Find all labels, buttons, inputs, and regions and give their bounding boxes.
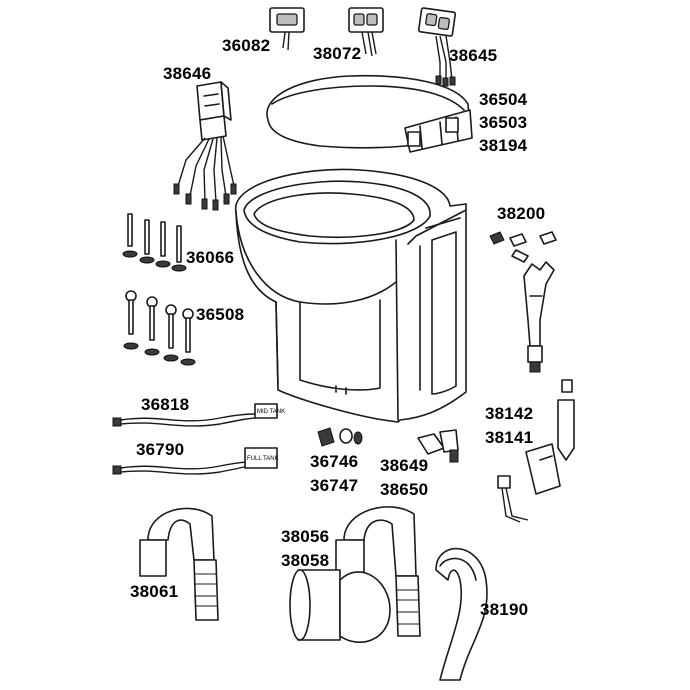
control-module-38646 xyxy=(173,81,237,211)
part-number-38645: 38645 xyxy=(449,46,498,65)
switch-panel-38072 xyxy=(348,7,384,57)
full-tank-label: FULL TANK xyxy=(247,456,279,462)
tank-sensor-36818: MID TANK xyxy=(112,403,285,427)
hose-elbow-38061 xyxy=(139,507,219,621)
toilet-seat-lid xyxy=(266,74,473,153)
pump-38056 xyxy=(289,506,421,644)
part-number-38194: 38194 xyxy=(479,136,528,155)
part-number-36066: 36066 xyxy=(186,248,235,267)
part-number-36082: 36082 xyxy=(222,36,271,55)
part-number-38649: 38649 xyxy=(380,456,429,475)
part-number-36747: 36747 xyxy=(310,476,359,495)
part-number-38142: 38142 xyxy=(485,404,534,423)
part-number-36746: 36746 xyxy=(310,452,359,471)
part-number-38141: 38141 xyxy=(485,428,534,447)
mid-tank-label: MID TANK xyxy=(257,409,285,415)
part-number-36503: 36503 xyxy=(479,113,528,132)
part-number-38650: 38650 xyxy=(380,480,429,499)
fitting-36746 xyxy=(317,427,363,447)
screws-36066 xyxy=(122,213,187,272)
part-number-38058: 38058 xyxy=(281,551,330,570)
hose-38190 xyxy=(435,547,488,681)
part-number-38061: 38061 xyxy=(130,582,179,601)
switch-panel-36082 xyxy=(269,7,305,51)
y-fitting-hose xyxy=(523,261,555,373)
part-number-38646: 38646 xyxy=(163,64,212,83)
pump-assembly-38142 xyxy=(497,379,575,523)
part-number-36504: 36504 xyxy=(479,90,528,109)
part-number-36818: 36818 xyxy=(141,395,190,414)
part-number-38072: 38072 xyxy=(313,44,362,63)
toilet-bowl xyxy=(235,168,467,423)
part-number-38190: 38190 xyxy=(480,600,529,619)
tank-sensor-36790: FULL TANK xyxy=(112,447,279,475)
part-number-36790: 36790 xyxy=(136,440,185,459)
hinge-hardware-38200 xyxy=(489,231,557,263)
part-number-36508: 36508 xyxy=(196,305,245,324)
part-number-38200: 38200 xyxy=(497,204,546,223)
valve-38649 xyxy=(417,429,459,463)
switch-panel-38645 xyxy=(417,7,457,87)
part-number-38056: 38056 xyxy=(281,527,330,546)
bolts-36508 xyxy=(123,290,196,366)
